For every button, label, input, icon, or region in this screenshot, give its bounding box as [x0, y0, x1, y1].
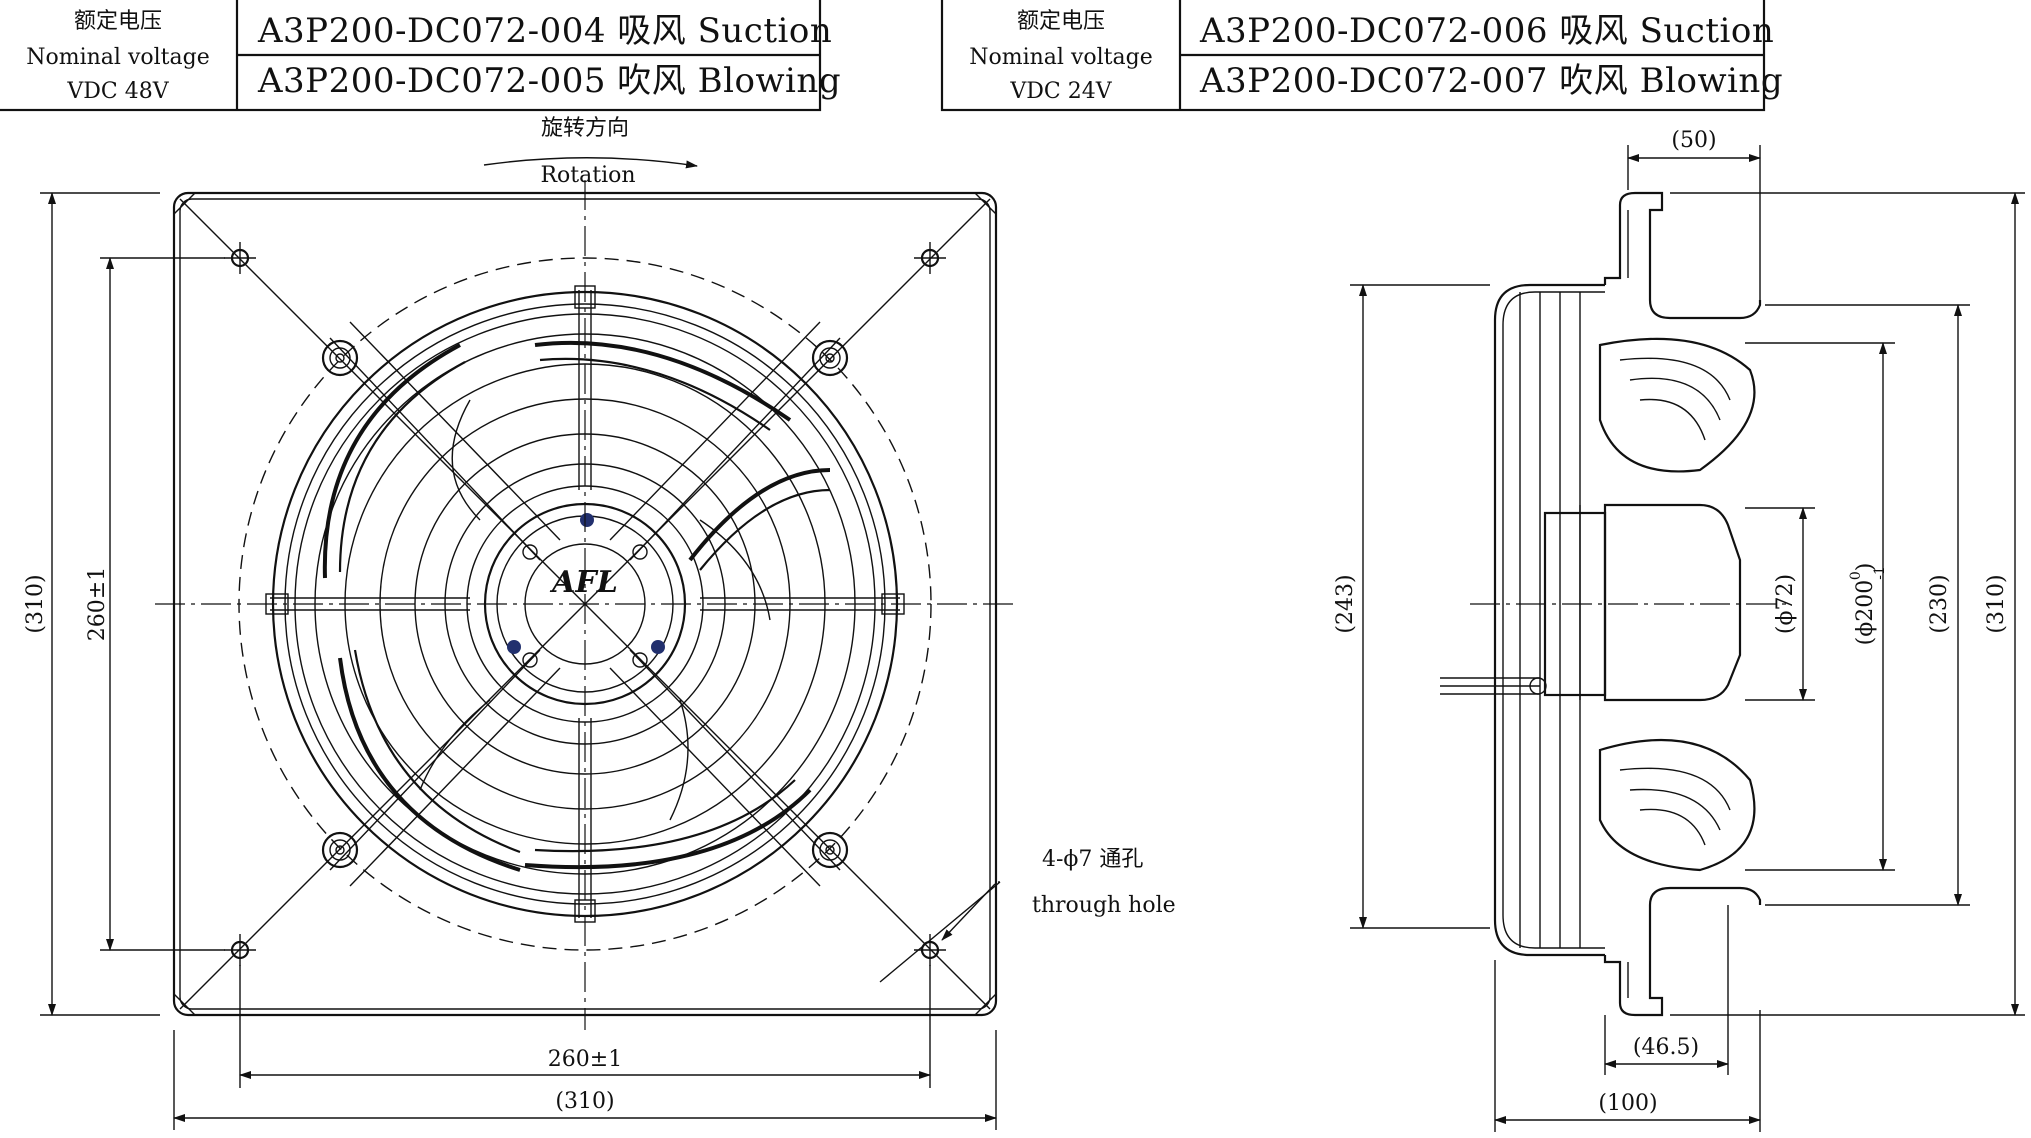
hub-screw-icon: [580, 513, 594, 527]
spec-table-24v: 额定电压 Nominal voltage VDC 24V A3P200-DC07…: [940, 0, 1783, 112]
afl-logo: AFL: [549, 565, 618, 600]
model-blowing: A3P200-DC072-005 吹风 Blowing: [257, 61, 841, 101]
dim-depth-motor: (46.5): [1633, 1035, 1699, 1060]
side-view: (50) (46.5) (100) (243) (ϕ72) (ϕ200-10) …: [1333, 128, 2025, 1132]
voltage-label-cn: 额定电压: [1017, 9, 1105, 34]
voltage-value: VDC 48V: [66, 79, 169, 104]
dim-height-230: (230): [1927, 574, 1952, 633]
hub-screw-icon: [507, 640, 521, 654]
mounting-holes: [224, 242, 946, 966]
hub-screw-icon: [651, 640, 665, 654]
voltage-label-en: Nominal voltage: [969, 45, 1152, 70]
rotation-label-en: Rotation: [540, 163, 635, 188]
model-suction: A3P200-DC072-006 吸风 Suction: [1199, 11, 1774, 51]
spec-table-48v: 额定电压 Nominal voltage VDC 48V A3P200-DC07…: [0, 0, 841, 112]
rotation-label-cn: 旋转方向: [541, 116, 629, 141]
front-view: 旋转方向 Rotation: [23, 116, 1176, 1130]
dim-height-243: (243): [1333, 574, 1358, 633]
model-blowing: A3P200-DC072-007 吹风 Blowing: [1199, 61, 1783, 101]
dim-impeller-diameter: (ϕ200-10): [1848, 563, 1888, 646]
dim-hole-spacing-vertical: 260±1: [85, 567, 110, 641]
dim-depth-top: (50): [1671, 128, 1716, 153]
dim-overall-width: (310): [555, 1089, 614, 1114]
guard-mount-bosses: [321, 339, 849, 869]
impeller-blades: [322, 340, 831, 872]
dim-overall-height: (310): [23, 574, 48, 633]
voltage-label-cn: 额定电压: [74, 9, 162, 34]
rotation-arrow-icon: [483, 157, 698, 169]
model-suction: A3P200-DC072-004 吸风 Suction: [257, 11, 832, 51]
voltage-value: VDC 24V: [1009, 79, 1112, 104]
voltage-label-en: Nominal voltage: [26, 45, 209, 70]
dim-height-310: (310): [1984, 574, 2009, 633]
hole-note-en: through hole: [1032, 893, 1176, 918]
hole-note-cn: 4-ϕ7 通孔: [1042, 847, 1143, 872]
dim-hole-spacing-horizontal: 260±1: [548, 1047, 622, 1072]
dim-depth-total: (100): [1598, 1091, 1657, 1116]
dim-hub-diameter: (ϕ72): [1773, 574, 1798, 634]
